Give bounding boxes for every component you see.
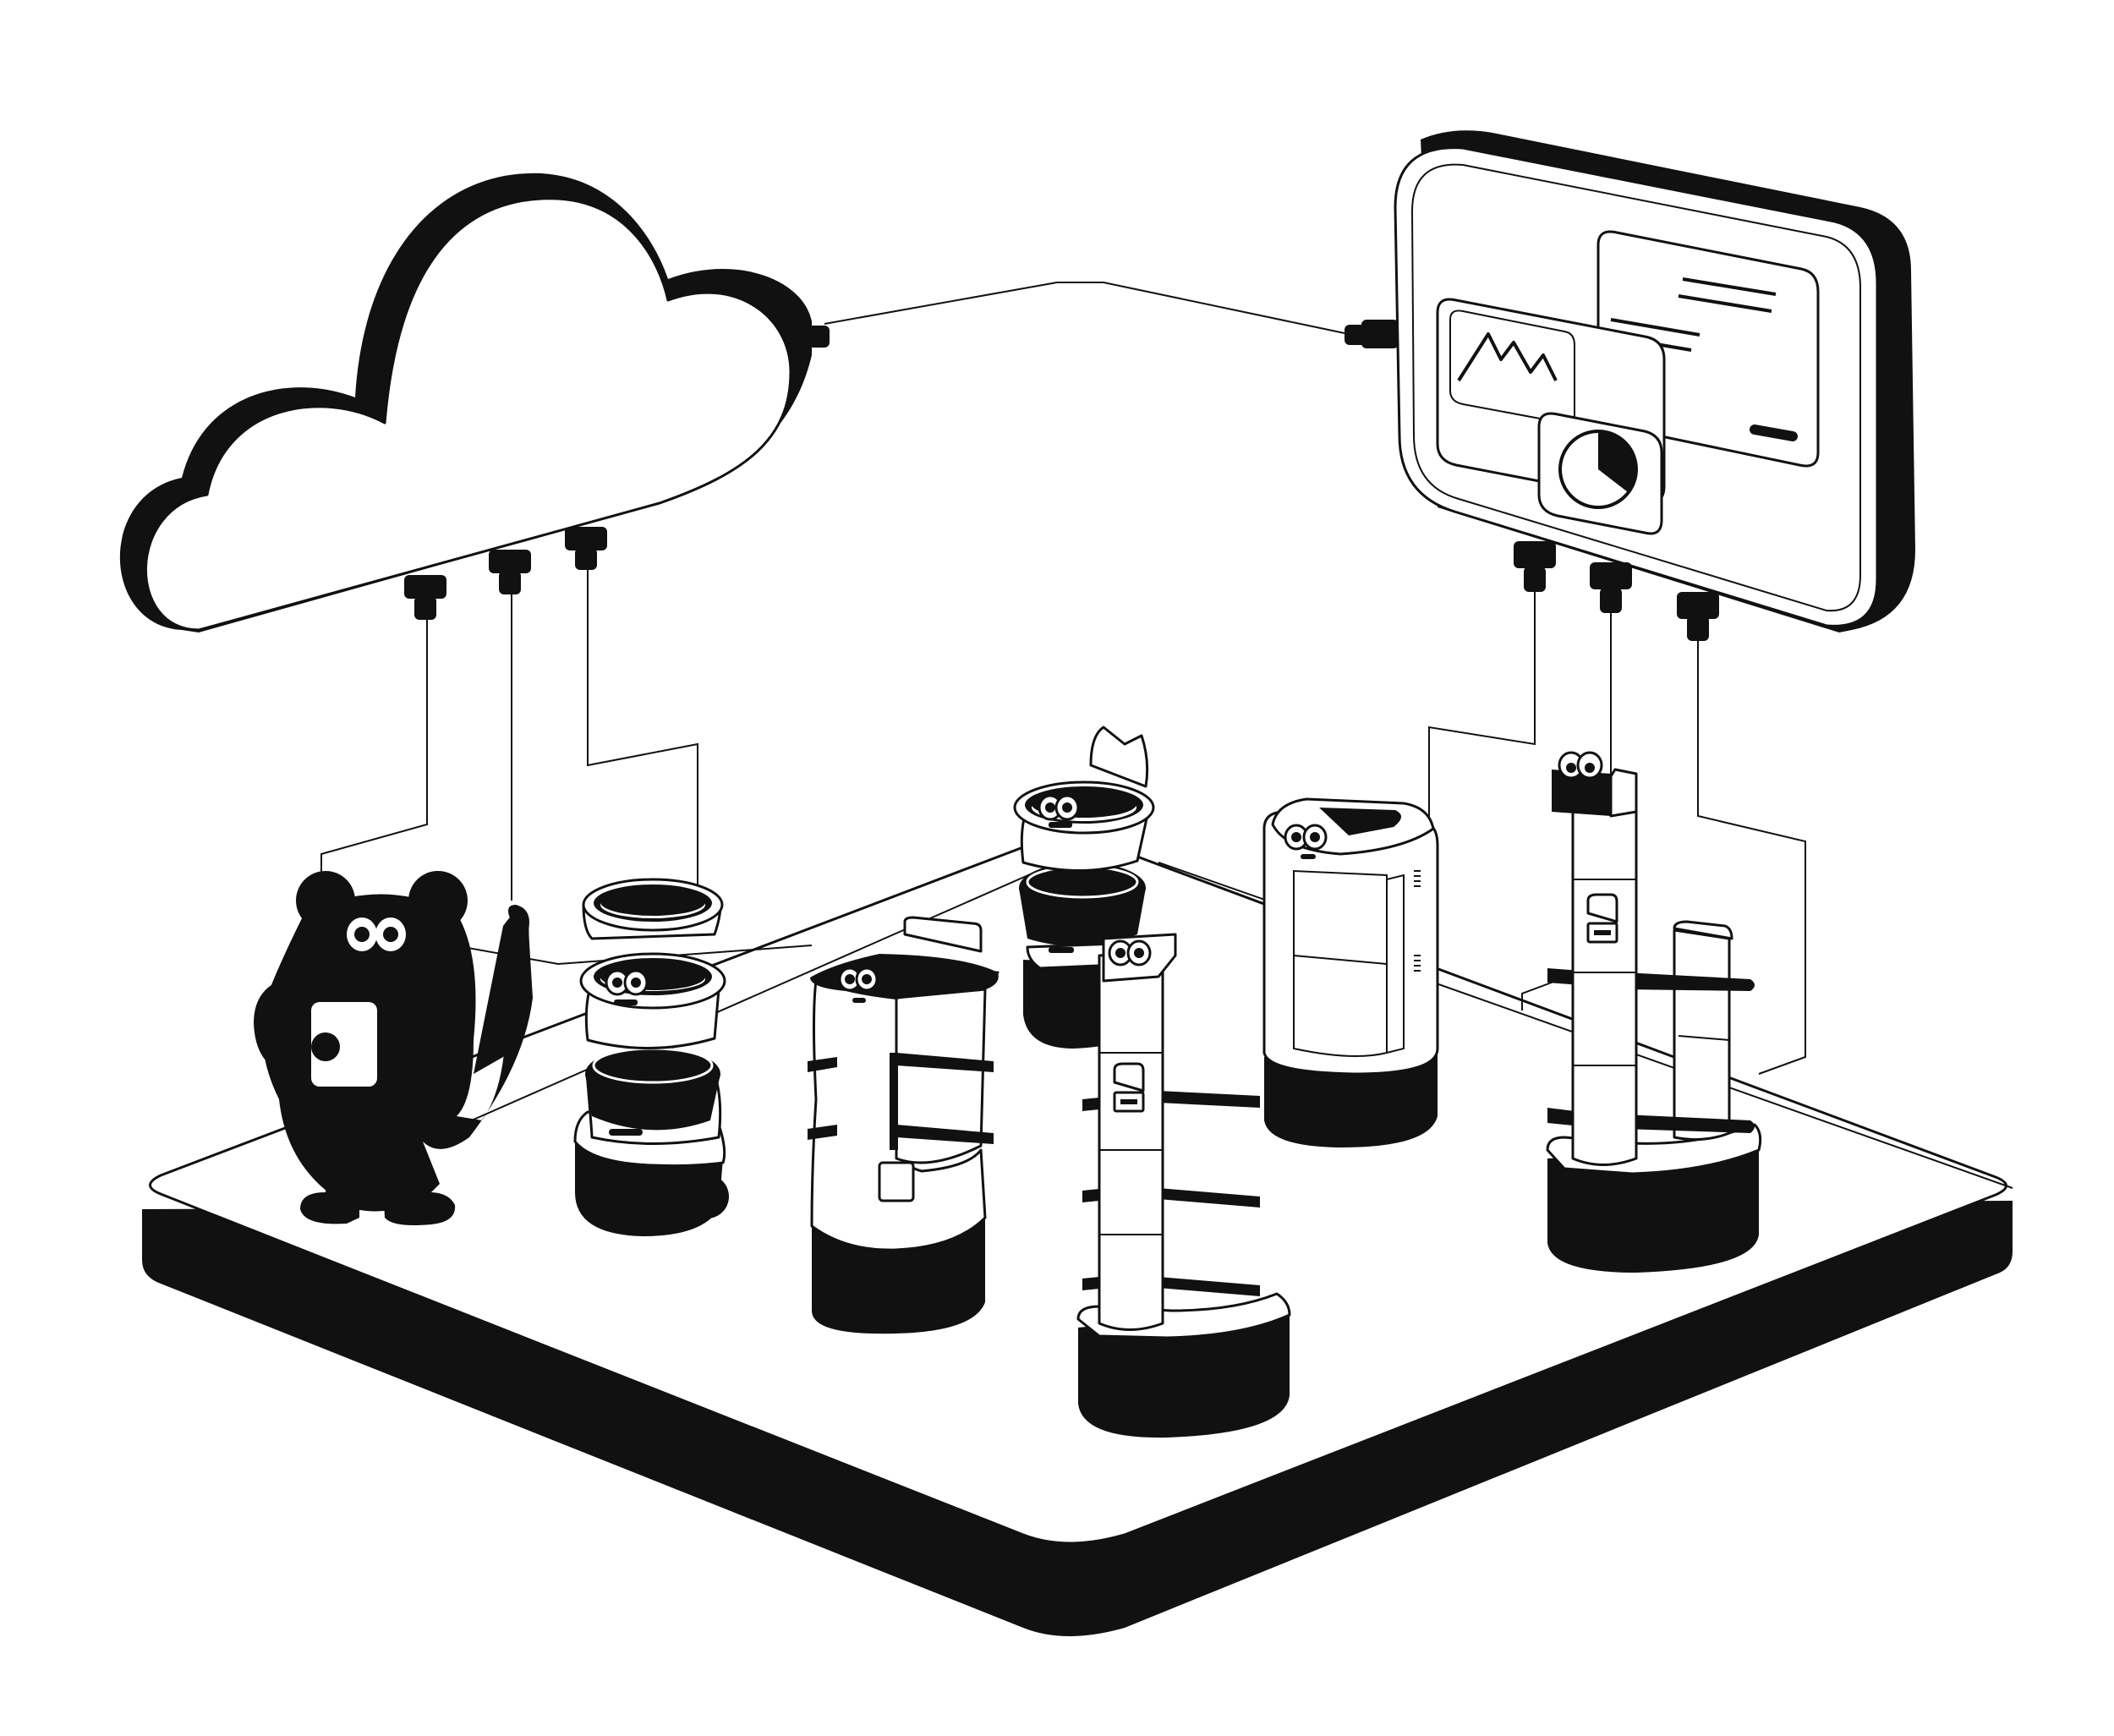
cloud-port-4 — [786, 317, 830, 354]
monitor-port-2 — [1590, 562, 1632, 613]
cabinet-vents — [1414, 870, 1421, 972]
bear-eyes — [347, 917, 406, 951]
monitor-port-4 — [1345, 320, 1399, 348]
bear-mascot-icon — [254, 871, 533, 1225]
cloud-port-1 — [404, 575, 446, 620]
monitor-dashboard-icon — [1345, 130, 1915, 641]
bowl-tray-robot-icon — [573, 878, 729, 1236]
pie-chart-icon — [1537, 412, 1663, 535]
tower-delivery-robot-icon — [1546, 751, 1762, 1273]
cabinet-delivery-robot-icon — [1262, 797, 1439, 1148]
cloud-port-3 — [565, 527, 607, 570]
tablet-icon — [311, 1002, 377, 1087]
cloud-port-2 — [489, 550, 531, 594]
cloud-icon — [119, 173, 830, 633]
monitor-port-1 — [1514, 541, 1556, 592]
tower-delivery-robot-icon — [1076, 933, 1291, 1438]
monitor-port-3 — [1677, 592, 1719, 641]
shelf-service-robot-icon — [808, 916, 999, 1334]
